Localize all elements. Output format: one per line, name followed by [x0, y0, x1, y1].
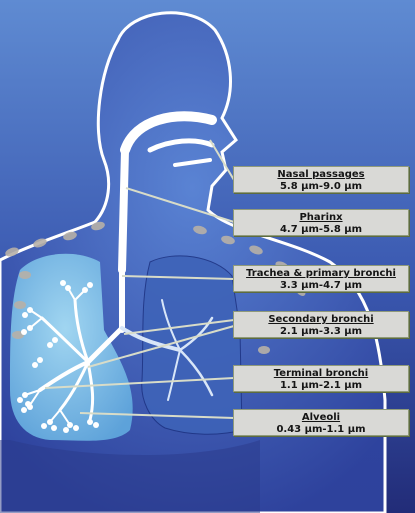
label-terminal-bronchi: Terminal bronchi 1.1 µm-2.1 µm	[233, 365, 409, 392]
label-range: 1.1 µm-2.1 µm	[236, 380, 406, 392]
label-trachea-primary-bronchi: Trachea & primary bronchi 3.3 µm-4.7 µm	[233, 265, 409, 292]
label-range: 2.1 µm-3.3 µm	[236, 326, 406, 338]
label-name: Secondary bronchi	[236, 314, 406, 326]
label-name: Pharinx	[236, 212, 406, 224]
label-alveoli: Alveoli 0.43 µm-1.1 µm	[233, 409, 409, 436]
label-name: Nasal passages	[236, 169, 406, 181]
label-range: 3.3 µm-4.7 µm	[236, 280, 406, 292]
label-name: Trachea & primary bronchi	[236, 268, 406, 280]
label-range: 4.7 µm-5.8 µm	[236, 224, 406, 236]
label-secondary-bronchi: Secondary bronchi 2.1 µm-3.3 µm	[233, 311, 409, 338]
label-pharinx: Pharinx 4.7 µm-5.8 µm	[233, 209, 409, 236]
label-nasal-passages: Nasal passages 5.8 µm-9.0 µm	[233, 166, 409, 193]
label-name: Alveoli	[236, 412, 406, 424]
label-range: 0.43 µm-1.1 µm	[236, 424, 406, 436]
label-name: Terminal bronchi	[236, 368, 406, 380]
label-range: 5.8 µm-9.0 µm	[236, 181, 406, 193]
